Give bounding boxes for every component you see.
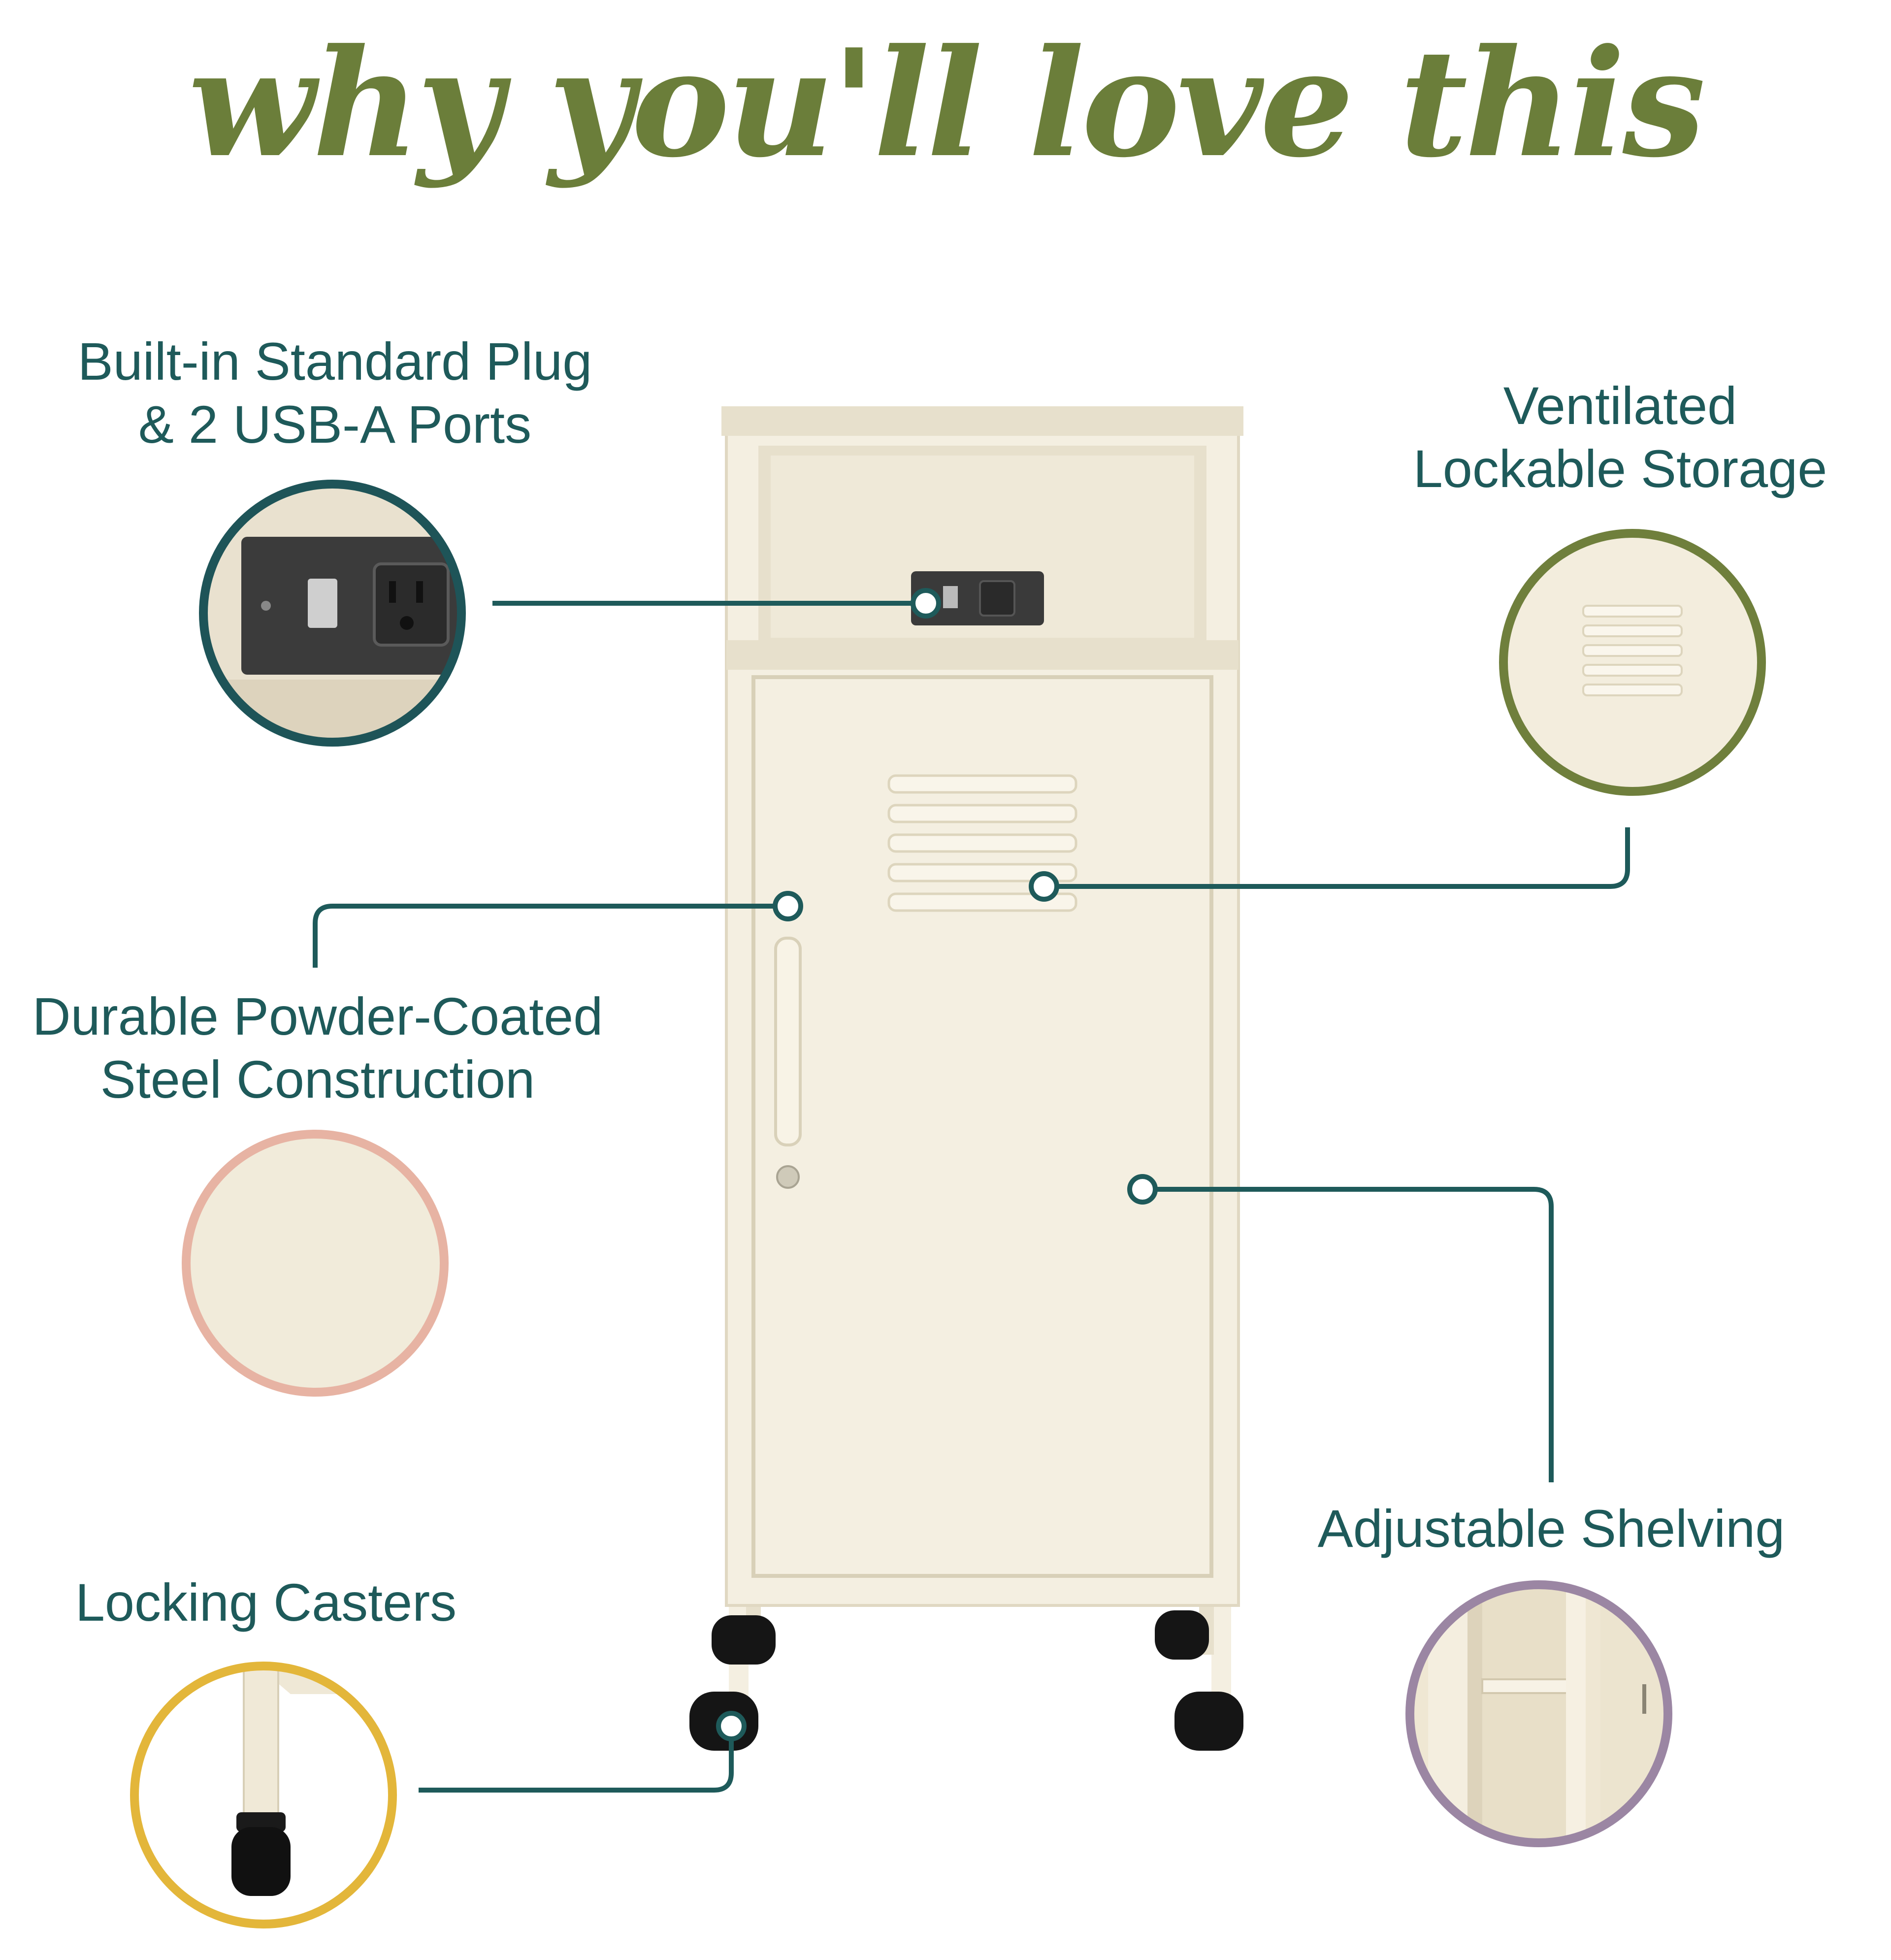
- door-lock[interactable]: [776, 1165, 800, 1189]
- callout-dot-shelving[interactable]: [1127, 1174, 1158, 1205]
- power-socket: [979, 580, 1015, 617]
- callout-dot-plug[interactable]: [911, 588, 941, 619]
- callout-line-shelving: [1142, 1187, 1554, 1482]
- cabinet: [689, 406, 1243, 1751]
- feature-label-casters: Locking Casters: [30, 1571, 502, 1634]
- feature-label-steel-line2: Steel Construction: [100, 1049, 535, 1109]
- page-title: why you'll love this: [188, 16, 1705, 190]
- feature-circle-vent: [1499, 529, 1766, 796]
- door-handle[interactable]: [774, 937, 802, 1146]
- feature-label-vent-line1: Ventilated: [1503, 376, 1737, 435]
- callout-line-casters: [419, 1726, 734, 1793]
- door-vents: [887, 774, 1077, 912]
- cabinet-top: [721, 406, 1243, 436]
- callout-dots: [716, 588, 1158, 1741]
- steel-swatch-icon: [182, 1130, 449, 1397]
- feature-label-plug-line1: Built-in Standard Plug: [77, 331, 592, 391]
- feature-label-vent: Ventilated Lockable Storage: [1349, 374, 1891, 500]
- feature-label-plug: Built-in Standard Plug & 2 USB-A Ports: [39, 330, 630, 456]
- caster: [689, 1610, 1243, 1751]
- feature-label-plug-line2: & 2 USB-A Ports: [138, 394, 532, 454]
- vent-icon: [1499, 529, 1766, 796]
- feature-circle-shelving: [1405, 1580, 1672, 1847]
- callout-dot-steel[interactable]: [773, 891, 803, 921]
- feature-label-vent-line2: Lockable Storage: [1413, 439, 1827, 498]
- feature-label-shelving-line1: Adjustable Shelving: [1317, 1499, 1785, 1558]
- feature-label-steel-line1: Durable Powder-Coated: [32, 986, 603, 1046]
- power-outlet-icon: [199, 480, 466, 747]
- callout-lines: [313, 601, 1630, 1793]
- callout-dot-casters[interactable]: [716, 1711, 747, 1741]
- feature-label-steel: Durable Powder-Coated Steel Construction: [0, 985, 635, 1111]
- callout-line-steel: [313, 904, 788, 968]
- callout-line-vent: [1044, 827, 1630, 889]
- feature-label-casters-line1: Locking Casters: [75, 1572, 457, 1632]
- cabinet-door: [751, 675, 1213, 1578]
- shelf-icon: [1405, 1580, 1672, 1847]
- feature-label-shelving: Adjustable Shelving: [1271, 1497, 1832, 1560]
- feature-circle-casters: [130, 1662, 397, 1928]
- feature-circle-steel: [182, 1130, 449, 1397]
- caster-icon: [130, 1662, 397, 1928]
- feature-circle-plug: [199, 480, 466, 747]
- cabinet-shelf-divider: [726, 640, 1239, 670]
- usb-ports: [943, 586, 958, 608]
- callout-dot-vent[interactable]: [1029, 871, 1059, 902]
